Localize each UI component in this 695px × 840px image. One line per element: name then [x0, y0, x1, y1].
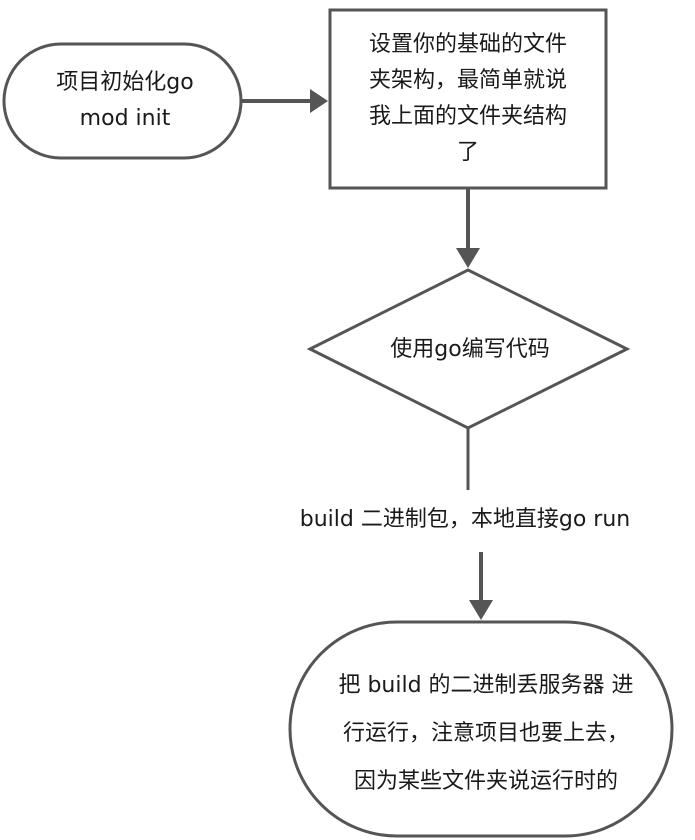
end-node-line-3: 因为某些文件夹说运行时的 — [353, 769, 618, 794]
setup-node-line-4: 了 — [456, 140, 479, 165]
start-node-line-2: mod init — [79, 106, 171, 131]
start-node-label: 项目初始化go mod init — [10, 58, 240, 144]
setup-node-line-1: 设置你的基础的文件 — [368, 32, 567, 57]
decision-node-line: 使用go编写代码 — [390, 337, 550, 362]
end-node-line-1: 把 build 的二进制丢服务器 进 — [338, 673, 634, 698]
arrowhead-start-to-setup — [310, 89, 328, 113]
decision-node-label: 使用go编写代码 — [330, 318, 610, 382]
end-node-shape — [288, 620, 674, 838]
setup-node-line-3: 我上面的文件夹结构 — [368, 104, 567, 129]
end-node-line-2: 行运行，注意项目也要上去， — [342, 721, 629, 746]
arrowhead-setup-to-decision — [456, 248, 480, 268]
setup-node-label: 设置你的基础的文件 夹架构，最简单就说 我上面的文件夹结构 了 — [330, 10, 606, 188]
setup-node-shape — [328, 8, 608, 190]
edge-label: build 二进制包，本地直接go run — [255, 500, 675, 540]
end-node-label: 把 build 的二进制丢服务器 进 行运行，注意项目也要上去， 因为某些文件夹… — [290, 652, 682, 816]
start-node-line-1: 项目初始化go — [56, 70, 194, 95]
setup-node-line-2: 夹架构，最简单就说 — [368, 68, 567, 93]
arrowhead-label-to-end — [469, 600, 493, 620]
